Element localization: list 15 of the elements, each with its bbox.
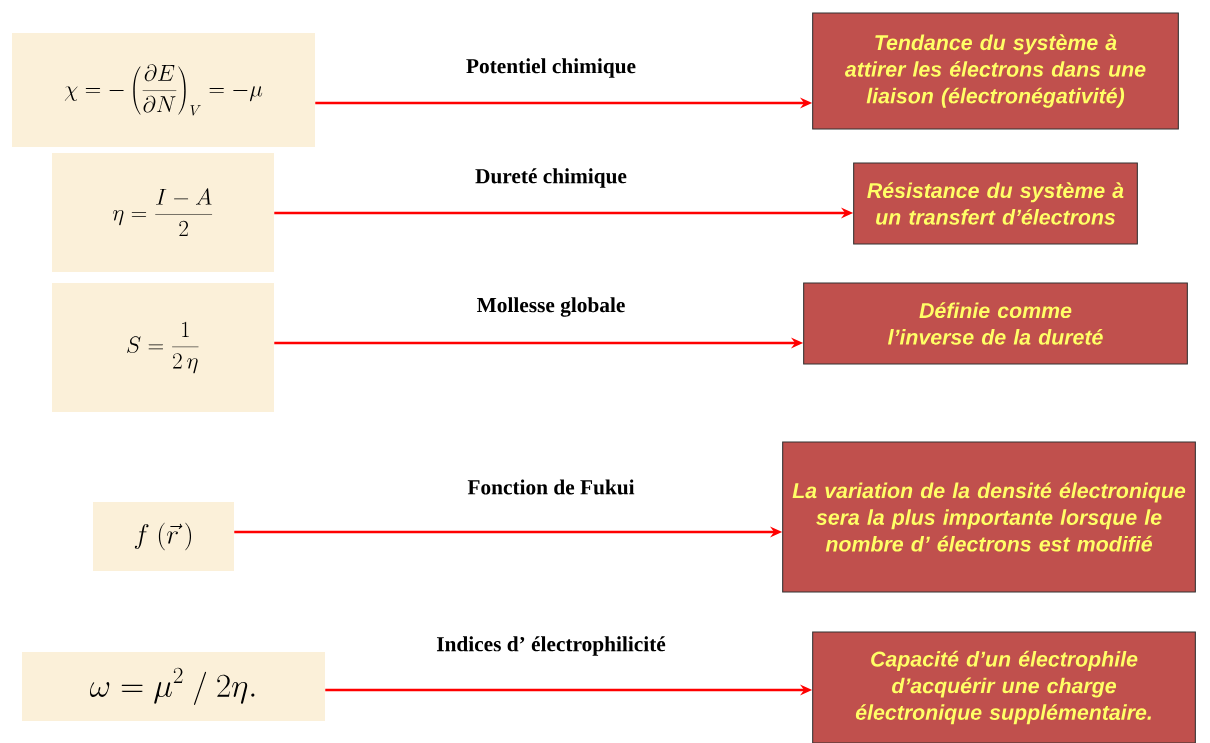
formula-box: $\chi = -\left(\frac{\partial E}{\partial N}\right)_{V} = -\mu$ [12,33,315,147]
description-box: Résistance du système à un transfert d’électrons [853,162,1138,245]
edge-label: Indices d’ électrophilicité [436,636,666,656]
description-box: La variation de la densité électronique sera la plus importante lorsque le nombre d’ électrons est modifié [782,441,1196,593]
formula-box: $S = \frac{1}{2\,\eta}$ [52,283,274,412]
description-box: Définie comme l’inverse de la dureté [803,282,1188,365]
edge-label: Mollesse globale [477,297,625,317]
edge-label: Potentiel chimique [466,58,636,78]
description-box: Tendance du système à attirer les électrons dans une liaison (électronégativité) [812,12,1179,130]
edge-label: Fonction de Fukui [467,479,635,495]
edge-label: Dureté chimique [475,168,627,188]
formula-box: $\omega = \mu^{2}\ /\ 2\eta.$ [22,652,325,721]
formula-box: $\eta = \frac{I - A}{2}$ [52,153,274,272]
formula-box: $f\ (\vec{r}\,)$ [93,502,234,571]
description-box: Capacité d’un électrophile d’acquérir une charge électronique supplémentaire. [812,631,1196,743]
